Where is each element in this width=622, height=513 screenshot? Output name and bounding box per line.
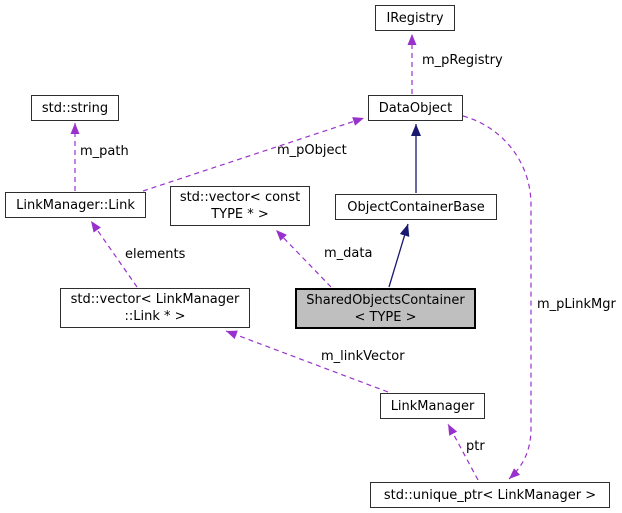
edge-m-plinkmgr [462,115,532,480]
edge-elements [90,220,138,288]
node-sharedobjectscontainer: SharedObjectsContainer < TYPE > [295,288,476,329]
node-linkmanager-link[interactable]: LinkManager::Link [5,192,146,218]
edge-label-m-plinkmgr: m_pLinkMgr [537,297,616,312]
edge-label-m-path: m_path [80,144,129,159]
edge-m-pobject [142,117,365,192]
edge-label-m-linkvector: m_linkVector [321,349,405,364]
node-std-vector-const-type[interactable]: std::vector< const TYPE * > [170,186,310,226]
edge-label-elements: elements [125,247,186,262]
edge-m-linkvector [225,330,389,393]
node-dataobject[interactable]: DataObject [368,95,463,121]
edge-label-ptr: ptr [466,439,485,454]
node-linkmanager[interactable]: LinkManager [380,393,485,419]
edge-label-m-pobject: m_pObject [277,143,347,158]
node-iregistry[interactable]: IRegistry [375,5,455,31]
node-std-unique-ptr-linkmanager[interactable]: std::unique_ptr< LinkManager > [370,482,610,508]
edge-label-m-pregistry: m_pRegistry [422,53,503,68]
edge-m-data [275,229,332,288]
node-std-vector-linkmanager-link[interactable]: std::vector< LinkManager ::Link * > [60,288,250,328]
node-objectcontainerbase[interactable]: ObjectContainerBase [335,194,497,220]
node-std-string[interactable]: std::string [31,95,119,121]
edge-label-m-data: m_data [324,246,373,261]
edge-ptr [447,423,479,481]
edge-inherit-sharedobjectscontainer-objectcontainerbase [388,223,410,288]
